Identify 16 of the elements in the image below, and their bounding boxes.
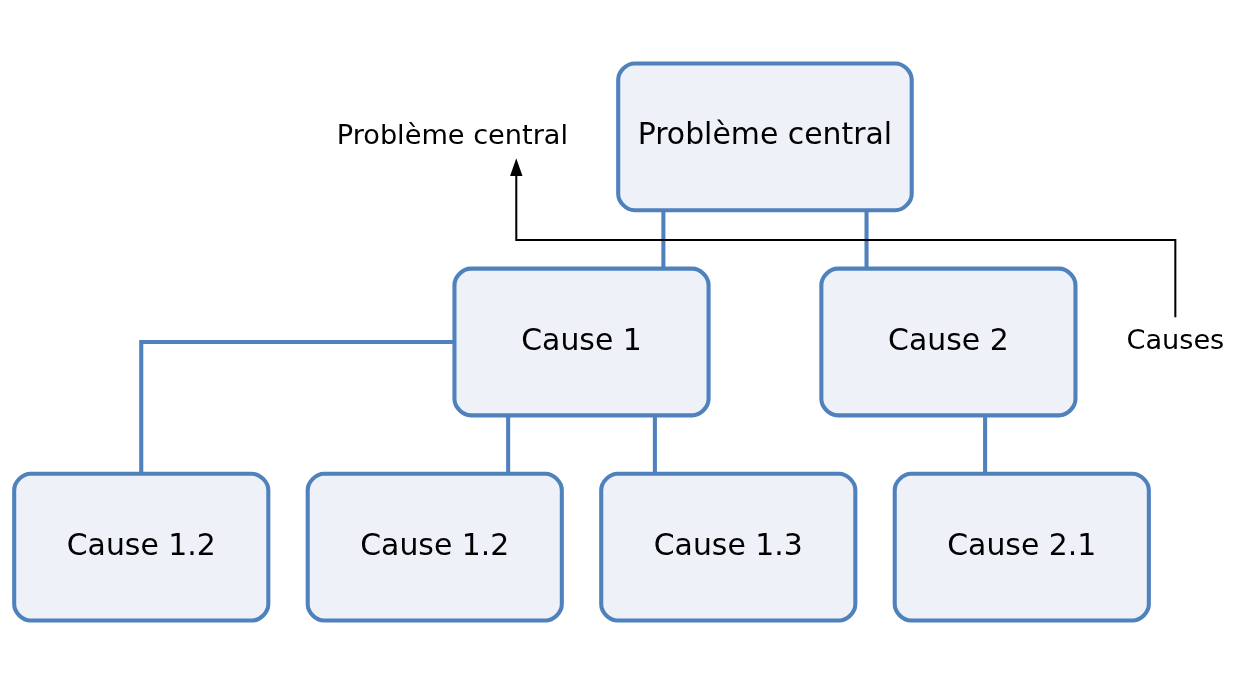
arrow [510, 157, 1177, 317]
node-box: Cause 1 [452, 266, 711, 417]
connector [652, 415, 657, 473]
node-box: Cause 2.1 [892, 471, 1151, 623]
connector [506, 415, 511, 473]
node-box: Cause 1.2 [305, 471, 564, 623]
connector [661, 209, 666, 268]
node-box: Cause 1.2 [12, 471, 271, 623]
connector [864, 209, 869, 268]
node-text: Problème central [336, 118, 569, 150]
node-box: Cause 1.3 [599, 471, 858, 623]
connector [139, 339, 455, 474]
node-box: Problème central [616, 60, 914, 212]
connector [983, 415, 988, 473]
node-text: Causes [1126, 323, 1225, 355]
node-box: Cause 2 [819, 266, 1078, 417]
